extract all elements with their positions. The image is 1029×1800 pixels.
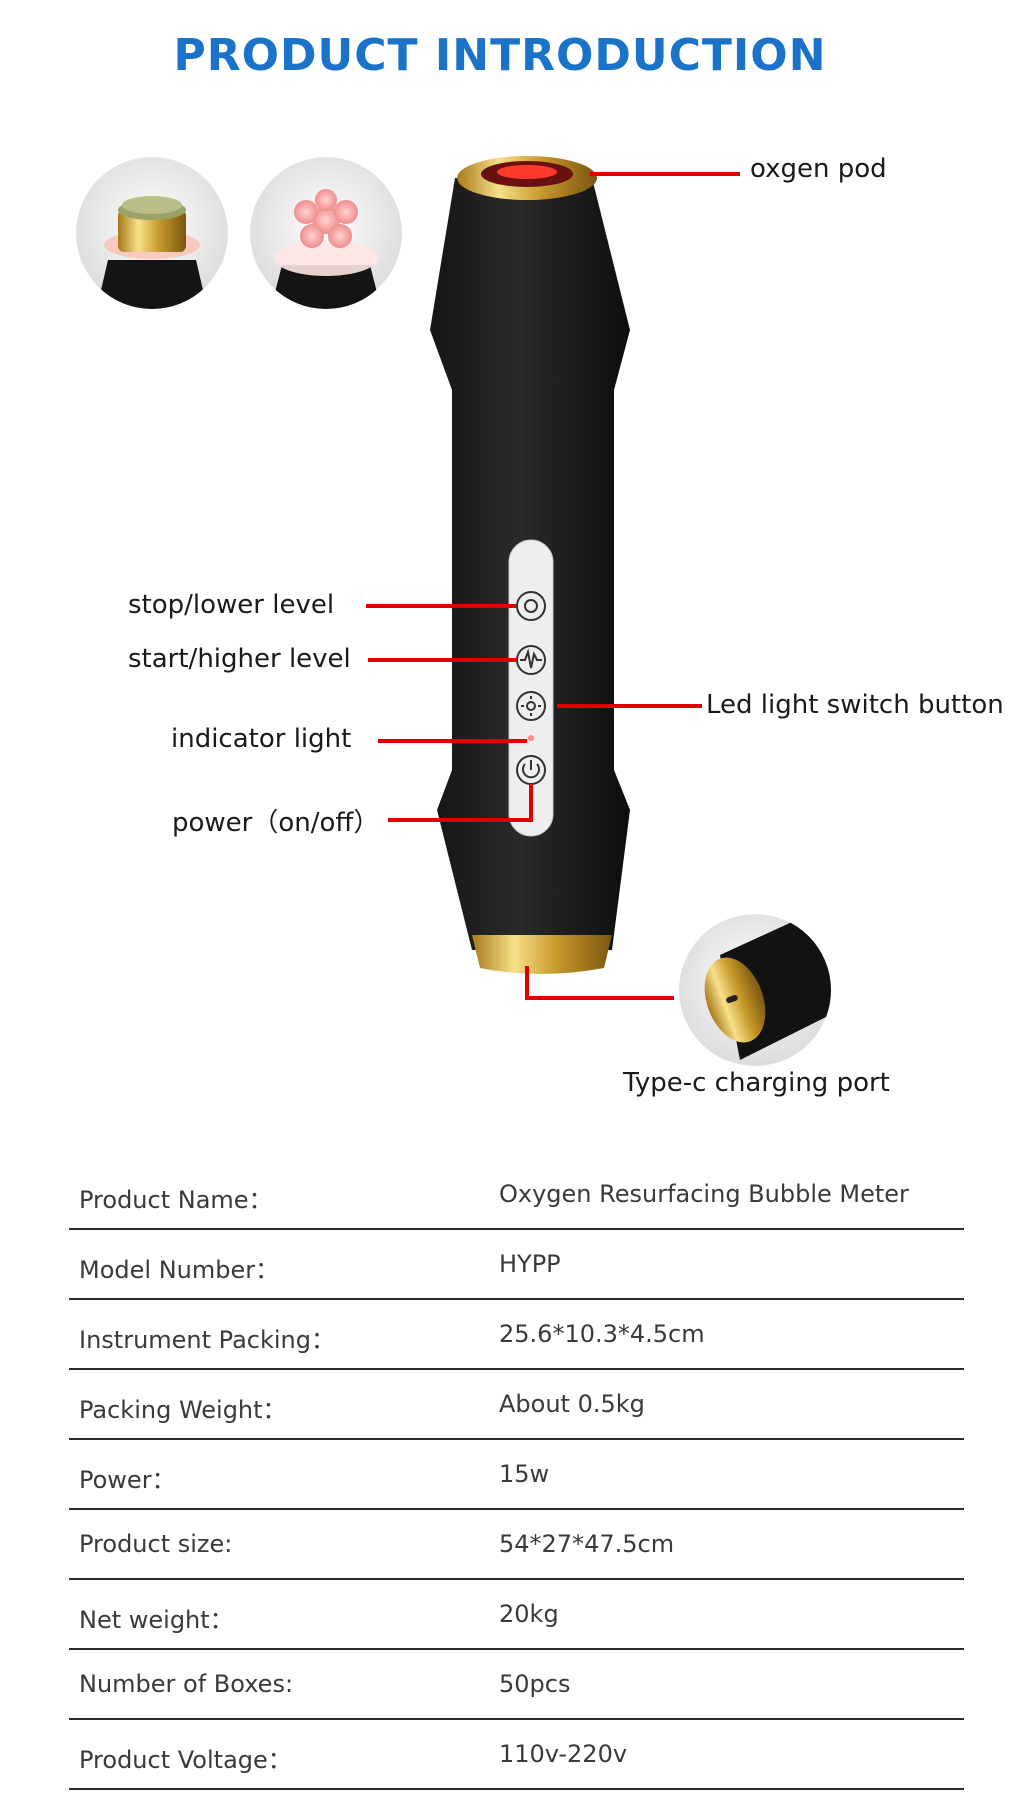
spec-value: Oxygen Resurfacing Bubble Meter bbox=[499, 1180, 909, 1208]
led-light-icon bbox=[516, 691, 546, 721]
spec-key: Product Name： bbox=[79, 1186, 273, 1214]
spec-value: HYPP bbox=[499, 1250, 561, 1278]
spec-value: 50pcs bbox=[499, 1670, 571, 1698]
spec-row: Number of Boxes: 50pcs bbox=[69, 1650, 964, 1720]
callout-lines bbox=[366, 172, 740, 1000]
spec-row: Power： 15w bbox=[69, 1440, 964, 1510]
spec-key: Instrument Packing： bbox=[79, 1326, 335, 1354]
spec-key: Power： bbox=[79, 1466, 176, 1494]
spec-value: 25.6*10.3*4.5cm bbox=[499, 1320, 705, 1348]
charging-port-inset-image bbox=[679, 914, 831, 1066]
spec-value: 20kg bbox=[499, 1600, 559, 1628]
spec-row: Product Voltage： 110v-220v bbox=[69, 1720, 964, 1790]
spec-value: 110v-220v bbox=[499, 1740, 628, 1768]
spec-row: Model Number： HYPP bbox=[69, 1230, 964, 1300]
spec-key: Product Voltage： bbox=[79, 1746, 292, 1774]
page-title: PRODUCT INTRODUCTION bbox=[173, 30, 827, 81]
device-image bbox=[430, 156, 630, 974]
spec-key: Model Number： bbox=[79, 1256, 280, 1284]
product-diagram bbox=[76, 156, 831, 1066]
spec-value: About 0.5kg bbox=[499, 1390, 645, 1418]
callout-stop-lower-level: stop/lower level bbox=[128, 590, 335, 620]
callout-indicator-light: indicator light bbox=[171, 724, 352, 754]
spec-value: 54*27*47.5cm bbox=[499, 1530, 675, 1558]
callout-charging-port: Type-c charging port bbox=[623, 1068, 890, 1098]
indicator-light-dot bbox=[528, 735, 534, 741]
spec-key: Number of Boxes: bbox=[79, 1670, 294, 1698]
spec-row: Product size: 54*27*47.5cm bbox=[69, 1510, 964, 1580]
callout-oxgen-pod: oxgen pod bbox=[750, 154, 887, 184]
spec-row: Net weight： 20kg bbox=[69, 1580, 964, 1650]
mineral-head-inset-image bbox=[76, 157, 228, 309]
spec-table: Product Name： Oxygen Resurfacing Bubble M… bbox=[69, 1160, 964, 1790]
callout-power: power（on/off） bbox=[172, 808, 380, 838]
spec-key: Product size: bbox=[79, 1530, 233, 1558]
spec-row: Product Name： Oxygen Resurfacing Bubble M… bbox=[69, 1160, 964, 1230]
spec-key: Net weight： bbox=[79, 1606, 234, 1634]
pink-head-inset-image bbox=[250, 157, 402, 309]
stop-lower-icon bbox=[516, 591, 546, 621]
spec-value: 15w bbox=[499, 1460, 550, 1488]
callout-start-higher-level: start/higher level bbox=[128, 644, 351, 674]
spec-row: Packing Weight： About 0.5kg bbox=[69, 1370, 964, 1440]
spec-row: Instrument Packing： 25.6*10.3*4.5cm bbox=[69, 1300, 964, 1370]
callout-led-switch: Led light switch button bbox=[706, 690, 1004, 720]
spec-key: Packing Weight： bbox=[79, 1396, 287, 1424]
